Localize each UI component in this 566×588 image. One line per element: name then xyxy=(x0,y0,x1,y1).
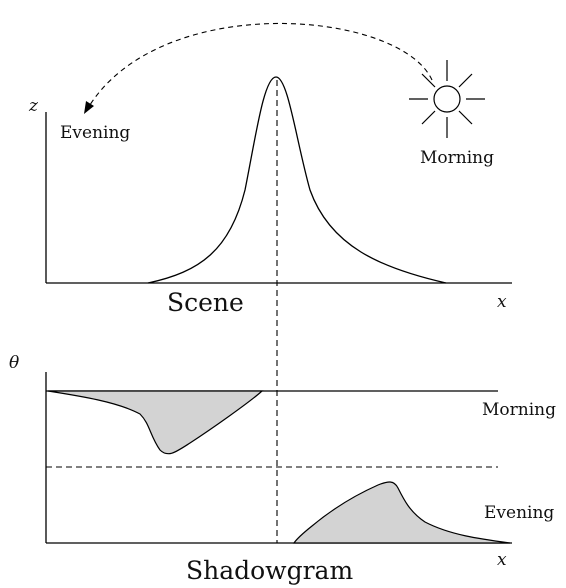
scene-evening-label: Evening xyxy=(60,123,131,143)
scene-z-axis-label: z xyxy=(29,96,38,116)
arrowhead-icon xyxy=(84,101,94,114)
scene-caption: Scene xyxy=(167,288,244,317)
shadowgram-evening-label: Evening xyxy=(484,503,555,523)
shadowgram-theta-axis-label: θ xyxy=(9,353,20,373)
terrain-profile-curve xyxy=(147,76,447,284)
shadowgram-caption: Shadowgram xyxy=(186,556,354,585)
shadowgram-x-axis-label: x xyxy=(497,550,507,570)
morning-shadow-region xyxy=(47,390,264,455)
scene-morning-label: Morning xyxy=(420,148,494,168)
sun-icon xyxy=(409,60,485,138)
sun-path-arc xyxy=(87,22,433,109)
shadowgram-morning-label: Morning xyxy=(482,400,556,420)
evening-shadow-region xyxy=(292,481,511,544)
scene-x-axis-label: x xyxy=(497,292,507,312)
